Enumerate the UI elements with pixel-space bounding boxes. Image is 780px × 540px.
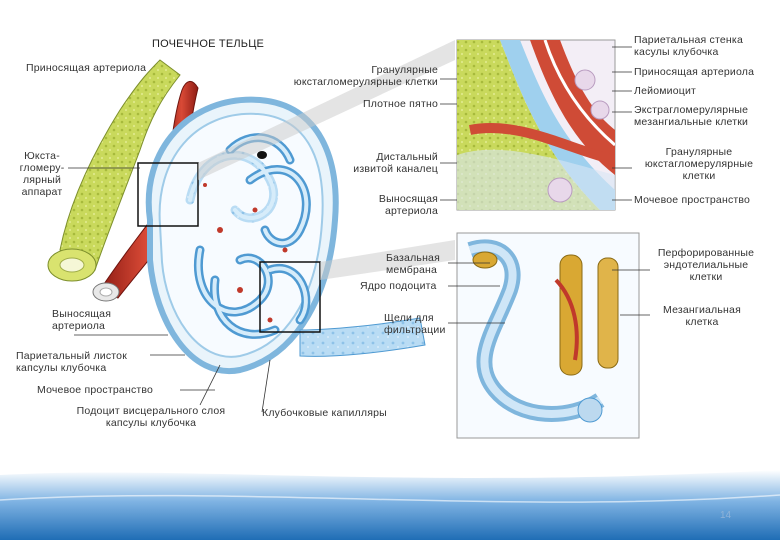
jga-magnified bbox=[456, 39, 616, 211]
label-juxtaglomerular-apparatus: Юкста- гломеру- лярный аппарат bbox=[19, 150, 65, 198]
zoom-box-jga bbox=[137, 162, 199, 227]
diagram-title: ПОЧЕЧНОЕ ТЕЛЬЦЕ bbox=[152, 38, 265, 50]
label-granular-jg-cells-right: Гранулярные юкстагломерулярные клетки bbox=[644, 146, 754, 182]
label-fenestrated-endothelial: Перфорированные эндотелиальные клетки bbox=[657, 247, 755, 283]
renal-corpuscle bbox=[47, 40, 455, 375]
label-extraglomerular-mesangial: Экстрагломерулярные мезангиальные клетки bbox=[634, 104, 749, 128]
label-mesangial-cell: Мезангиальная клетка bbox=[663, 304, 741, 328]
label-afferent-arteriole-right: Приносящая артериола bbox=[634, 66, 755, 78]
filtration-magnified bbox=[456, 232, 640, 439]
label-podocyte-nucleus: Ядро подоцита bbox=[360, 280, 437, 292]
leader-lines bbox=[68, 46, 650, 413]
label-distal-tubule: Дистальный извитой каналец bbox=[353, 151, 438, 175]
distal-tubule-shape bbox=[59, 59, 181, 271]
label-macula-densa: Плотное пятно bbox=[362, 98, 438, 110]
label-parietal-layer: Париетальный листок капсулы клубочка bbox=[16, 350, 128, 374]
label-urinary-space-left: Мочевое пространство bbox=[37, 384, 154, 396]
label-afferent-arteriole: Приносящая артериола bbox=[26, 62, 147, 74]
label-efferent-arteriole-left: Выносящая артериола bbox=[52, 308, 112, 332]
page-number: 14 bbox=[720, 510, 732, 521]
label-urinary-space-right: Мочевое пространство bbox=[634, 194, 751, 206]
label-podocyte: Подоцит висцерального слоя капсулы клубо… bbox=[76, 405, 226, 429]
label-leiomyocyte: Лейомиоцит bbox=[634, 85, 697, 97]
zoom-box-filtration bbox=[259, 261, 321, 333]
label-filtration-slits: Щели для фильтрации bbox=[384, 312, 446, 336]
label-efferent-arteriole-mid: Выносящая артериола bbox=[378, 193, 438, 217]
label-parietal-wall: Париетальная стенка касулы клубочка bbox=[634, 34, 743, 58]
label-granular-jg-cells-mid: Гранулярные юкстагломерулярные клетки bbox=[293, 64, 438, 88]
label-basement-membrane: Базальная мембрана bbox=[386, 252, 440, 276]
proximal-tubule-outlet bbox=[299, 317, 426, 357]
footer-wave bbox=[0, 470, 780, 540]
label-glomerular-capillaries: Клубочковые капилляры bbox=[262, 407, 387, 419]
